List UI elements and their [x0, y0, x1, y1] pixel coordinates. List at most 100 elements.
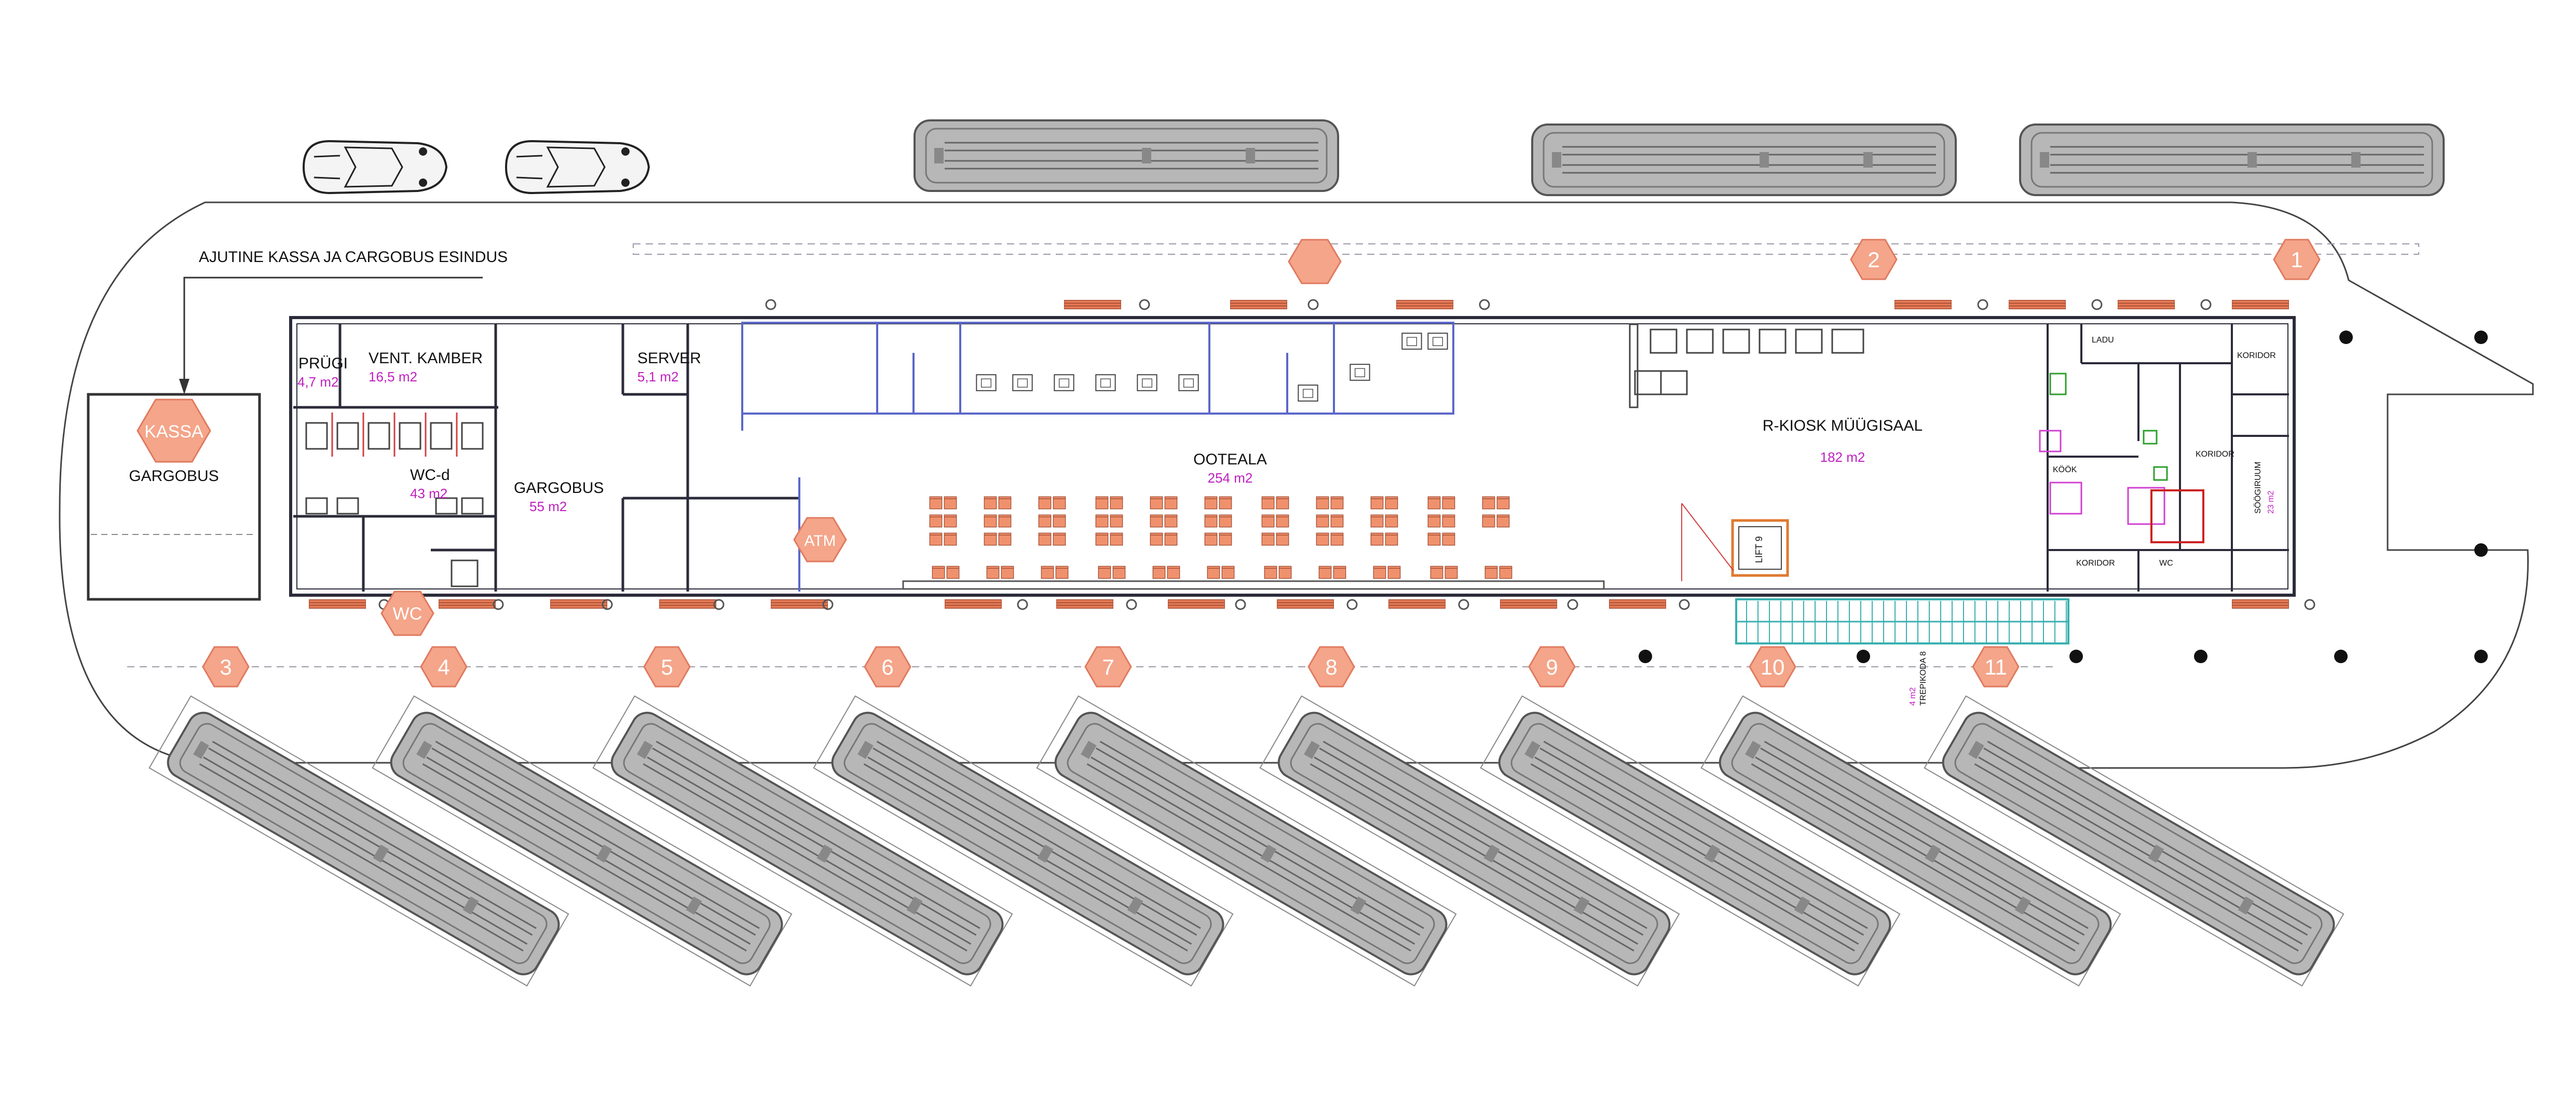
bollard	[493, 599, 504, 610]
seat	[1276, 496, 1289, 510]
site-boundary	[59, 201, 2534, 769]
seat	[1152, 566, 1166, 579]
seat	[1496, 496, 1510, 510]
seat	[1095, 532, 1109, 546]
platform-4: 4	[420, 646, 468, 688]
bench	[1277, 599, 1334, 609]
title-leader-arrow	[179, 379, 189, 394]
seat	[986, 566, 1000, 579]
platform-number: 10	[1761, 655, 1785, 679]
seat	[1430, 566, 1443, 579]
seat	[1204, 496, 1218, 510]
bench	[1500, 599, 1557, 609]
seat	[1370, 514, 1384, 528]
seat	[998, 514, 1012, 528]
seat	[929, 532, 943, 546]
bay-outline	[1480, 695, 1901, 987]
seat	[1219, 514, 1232, 528]
bench	[1388, 599, 1446, 609]
bench	[1396, 300, 1453, 309]
atm-badge: ATM	[793, 517, 847, 562]
seat	[1053, 532, 1066, 546]
platform-number: 5	[661, 655, 673, 679]
lift-shaft-inner	[1738, 526, 1782, 570]
building-outline	[289, 316, 2296, 597]
kitchen-red-box	[2150, 489, 2204, 543]
platform-hex	[864, 646, 911, 688]
wcd-area: 43 m2	[410, 486, 447, 501]
wcd-label: WC-d	[410, 466, 450, 484]
seat	[1150, 514, 1163, 528]
seat	[1261, 496, 1275, 510]
right-block-walls	[2047, 324, 2289, 592]
site-title: AJUTINE KASSA JA CARGOBUS ESINDUS	[199, 249, 508, 266]
platform-number: 8	[1325, 655, 1337, 679]
ooteala-label: OOTEALA	[1193, 451, 1267, 468]
platform-8: 8	[1307, 646, 1355, 688]
platform-number: 9	[1546, 655, 1558, 679]
bollard	[1567, 599, 1578, 610]
seat	[998, 532, 1012, 546]
seat	[1387, 566, 1401, 579]
seat	[1427, 532, 1441, 546]
vent-label: VENT. KAMBER	[369, 350, 483, 367]
lift-shaft	[1731, 519, 1789, 577]
office-walls	[741, 322, 1454, 592]
bollard	[1126, 599, 1137, 610]
seat	[1316, 514, 1329, 528]
wc-badge: WC	[380, 591, 434, 636]
sookla-area: 23 m2	[2267, 490, 2275, 514]
post	[2474, 543, 2488, 557]
seat	[1204, 532, 1218, 546]
seat	[1385, 514, 1398, 528]
koridor-label-2: KORIDOR	[2196, 450, 2234, 459]
seat	[1164, 532, 1178, 546]
platform-number: 7	[1102, 655, 1114, 679]
bay-outline	[1036, 695, 1457, 987]
seat	[1001, 566, 1014, 579]
seat	[1150, 532, 1163, 546]
seat	[1110, 514, 1123, 528]
seat	[1442, 496, 1455, 510]
office-desks	[976, 333, 1448, 402]
seat	[1276, 514, 1289, 528]
bus-top-1	[914, 119, 1339, 192]
kassa-kiosk	[87, 393, 261, 601]
platform-1: 1	[2273, 239, 2321, 280]
kook-label: KÖÖK	[2053, 465, 2077, 474]
seat	[929, 514, 943, 528]
bench	[659, 599, 716, 609]
platform-5: 5	[643, 646, 691, 688]
post	[1857, 650, 1870, 663]
koridor-label-3: KORIDOR	[2076, 559, 2115, 568]
seat	[1499, 566, 1512, 579]
seat	[1038, 514, 1052, 528]
rkiosk-label: R-KIOSK MÜÜGISAAL	[1763, 417, 1923, 434]
seat	[1482, 514, 1495, 528]
prugi-label: PRÜGI	[298, 355, 348, 372]
atm-badge-label: ATM	[804, 532, 836, 550]
koridor-label-1: KORIDOR	[2237, 351, 2276, 360]
bench	[2009, 300, 2066, 309]
seat	[1373, 566, 1386, 579]
seat	[1112, 566, 1126, 579]
seat	[1330, 532, 1344, 546]
bus-bay-10	[1700, 695, 2121, 987]
bay-outline	[813, 695, 1234, 987]
platform-hex	[1749, 646, 1796, 688]
bollard	[2200, 299, 2212, 310]
parked-car-2	[505, 140, 650, 194]
bench	[945, 599, 1002, 609]
post	[2194, 650, 2207, 663]
seat	[929, 496, 943, 510]
bollard	[1679, 599, 1690, 610]
vent-area: 16,5 m2	[369, 369, 417, 385]
platform-hex	[1528, 646, 1576, 688]
bollard	[1977, 299, 1988, 310]
platform-number: 1	[2291, 248, 2302, 272]
platform-3: 3	[202, 646, 250, 688]
seat	[1053, 496, 1066, 510]
bench	[771, 599, 828, 609]
seat	[1484, 566, 1498, 579]
